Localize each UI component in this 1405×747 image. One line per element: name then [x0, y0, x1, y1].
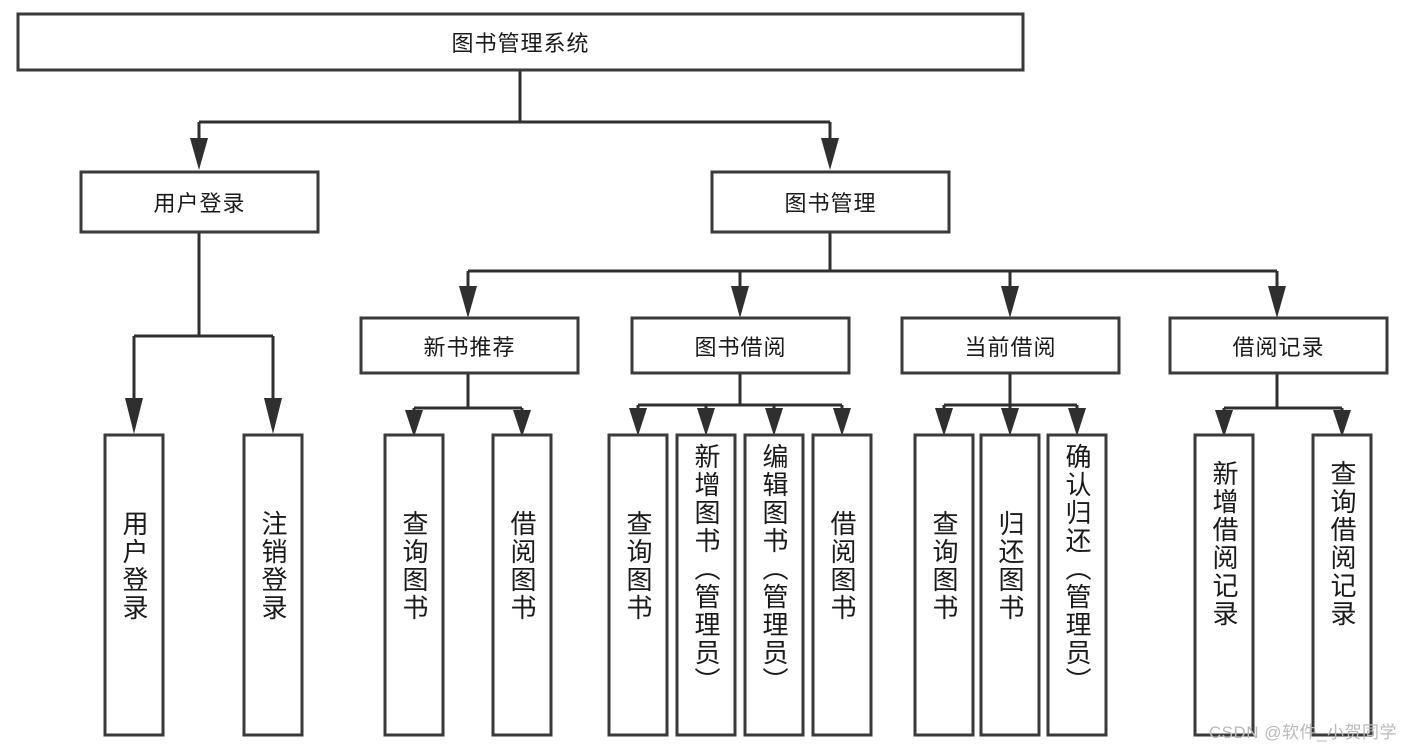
- node-box-user-login[interactable]: [79, 170, 320, 234]
- arrow-head-leaf-borrow-book-2: [833, 408, 851, 436]
- node-box-root[interactable]: [16, 12, 1025, 72]
- arrow-head-leaf-query-book-1: [405, 410, 423, 437]
- node-box-leaf-edit-book[interactable]: [743, 433, 805, 737]
- node-box-leaf-query-book-3[interactable]: [913, 433, 975, 737]
- connector-group-current-borrow: [935, 373, 1086, 436]
- connector-group-new-book-recommend: [405, 373, 531, 437]
- node-box-leaf-user-login[interactable]: [103, 433, 165, 737]
- node-box-leaf-query-book-1[interactable]: [383, 433, 445, 737]
- arrow-head-leaf-add-record: [1215, 410, 1233, 437]
- node-box-leaf-return-book[interactable]: [979, 433, 1041, 737]
- arrow-head-current-borrow: [1001, 286, 1019, 318]
- arrow-head-book-manage: [821, 138, 839, 170]
- node-box-leaf-borrow-book-1[interactable]: [491, 433, 553, 737]
- node-box-new-book-recommend[interactable]: [359, 316, 580, 375]
- connector-group-user-login: [125, 232, 282, 434]
- arrow-head-leaf-query-book-2: [629, 408, 647, 436]
- node-box-book-manage[interactable]: [710, 170, 951, 234]
- node-box-leaf-query-book-2[interactable]: [607, 433, 669, 737]
- arrow-head-borrow-record: [1268, 286, 1286, 318]
- node-box-book-borrow[interactable]: [630, 316, 851, 375]
- connector-group-root: [190, 70, 839, 170]
- node-box-borrow-record[interactable]: [1168, 316, 1389, 375]
- arrow-head-leaf-confirm-return: [1068, 408, 1086, 436]
- node-box-leaf-query-record[interactable]: [1311, 433, 1373, 737]
- connector-group-book-manage: [459, 232, 1286, 318]
- arrow-head-leaf-borrow-book-1: [513, 410, 531, 437]
- connector-group-book-borrow: [629, 373, 851, 436]
- arrow-head-leaf-edit-book: [765, 408, 783, 436]
- node-box-leaf-add-record[interactable]: [1193, 433, 1255, 737]
- arrow-head-leaf-return-book: [1001, 408, 1019, 436]
- node-box-current-borrow[interactable]: [900, 316, 1121, 375]
- node-box-leaf-confirm-return[interactable]: [1046, 433, 1108, 737]
- arrow-head-leaf-add-book: [697, 408, 715, 436]
- arrow-head-new-book-recommend: [459, 286, 477, 318]
- node-box-leaf-borrow-book-2[interactable]: [811, 433, 873, 737]
- arrow-head-leaf-user-logout: [264, 398, 282, 434]
- watermark-text: CSDN @软件_小贺同学: [1208, 723, 1397, 742]
- node-box-leaf-add-book[interactable]: [675, 433, 737, 737]
- arrow-head-leaf-query-record: [1333, 410, 1351, 437]
- arrow-head-user-login: [190, 138, 208, 170]
- node-box-leaf-user-logout[interactable]: [242, 433, 304, 737]
- arrow-head-book-borrow: [731, 286, 749, 318]
- arrow-head-leaf-query-book-3: [935, 408, 953, 436]
- connector-group-borrow-record: [1215, 373, 1351, 437]
- arrow-head-leaf-user-login: [125, 398, 143, 434]
